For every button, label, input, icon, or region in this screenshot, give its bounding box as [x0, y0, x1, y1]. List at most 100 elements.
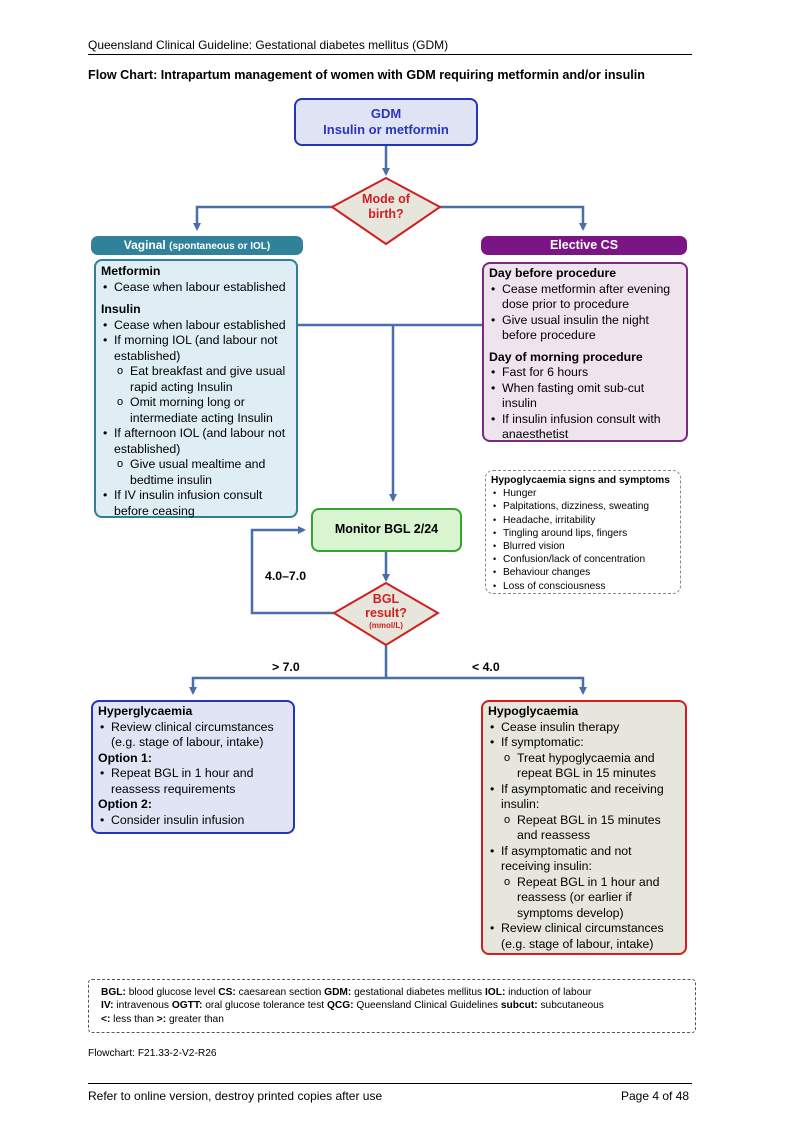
list-item: Consider insulin infusion [98, 813, 289, 829]
monitor-bgl-box: Monitor BGL 2/24 [311, 508, 462, 552]
legend-abbr: subcut: [500, 1000, 538, 1012]
abbreviation-legend: BGL: blood glucose level CS: caesarean s… [88, 979, 696, 1033]
hyperglycaemia-box: Hyperglycaemia Review clinical circumsta… [91, 700, 295, 834]
list-item: Repeat BGL in 15 minutes and reassess [488, 813, 681, 844]
bgl-line2: result? [365, 606, 407, 620]
header-divider [88, 54, 692, 55]
edge-label-high: > 7.0 [272, 660, 300, 674]
list-item: Headache, irritability [491, 514, 676, 527]
signs-list: HungerPalpitations, dizziness, sweatingH… [491, 487, 676, 593]
bgl-line1: BGL [372, 592, 400, 606]
legend-abbr: QCG: [326, 1000, 354, 1012]
legend-definition: greater than [166, 1013, 224, 1025]
list-item: Palpitations, dizziness, sweating [491, 500, 676, 513]
footer-notice: Refer to online version, destroy printed… [88, 1089, 383, 1103]
list-item: If asymptomatic and receiving insulin: [488, 782, 681, 813]
list-item: Confusion/lack of concentration [491, 553, 676, 566]
vaginal-label-sub: (spontaneous or IOL) [169, 241, 271, 252]
hypo-heading: Hypoglycaemia [488, 704, 579, 718]
list-item: If IV insulin infusion consult before ce… [101, 488, 292, 519]
legend-definition: blood glucose level [125, 987, 219, 998]
gdm-title: GDM [370, 106, 402, 121]
insulin-heading: Insulin [101, 302, 141, 316]
connector-to-hypoglycaemia [386, 676, 587, 695]
list-item: Cease metformin after evening dose prior… [489, 282, 682, 313]
legend-definition: intravenous [113, 1000, 172, 1012]
day-of-heading: Day of morning procedure [489, 349, 643, 364]
legend-line: IV: intravenous OGTT: oral glucose toler… [101, 999, 689, 1012]
legend-abbr: IV: [101, 1000, 114, 1012]
legend-abbr: IOL: [484, 987, 506, 998]
gdm-start-box: GDM Insulin or metformin [294, 98, 478, 146]
list-item: Fast for 6 hours [489, 365, 682, 381]
legend-definition: oral glucose tolerance test [202, 1000, 327, 1012]
connector-to-vaginal [193, 205, 334, 231]
list-item: Hunger [491, 487, 676, 500]
list-item: Omit morning long or intermediate acting… [101, 395, 292, 426]
hypoglycaemia-signs-box: Hypoglycaemia signs and symptoms HungerP… [485, 470, 681, 594]
legend-definition: less than [110, 1013, 157, 1025]
list-item: Blurred vision [491, 540, 676, 553]
page-header: Queensland Clinical Guideline: Gestation… [88, 38, 449, 52]
metformin-heading: Metformin [101, 264, 161, 278]
bgl-unit: (mmol/L) [369, 621, 403, 630]
legend-line: <: less than >: greater than [101, 1013, 689, 1026]
bgl-result-diamond [332, 581, 440, 647]
legend-line: BGL: blood glucose level CS: caesarean s… [101, 986, 689, 999]
gdm-subtitle: Insulin or metformin [323, 122, 449, 137]
edge-label-low: < 4.0 [472, 660, 500, 674]
option1-list: Repeat BGL in 1 hour and reassess requir… [98, 766, 289, 797]
bgl-result-label: BGL result? (mmol/L) [346, 592, 426, 631]
legend-abbr: GDM: [324, 987, 352, 998]
legend-abbr: CS: [218, 987, 236, 998]
list-item: Cease insulin therapy [488, 720, 681, 736]
insulin-list: Cease when labour establishedIf morning … [101, 318, 292, 520]
legend-definition: induction of labour [505, 987, 592, 998]
elective-cs-box: Day before procedure Cease metformin aft… [482, 262, 688, 442]
list-item: Cease when labour established [101, 280, 292, 296]
list-item: Review clinical circumstances (e.g. stag… [488, 921, 681, 952]
mode-line2: birth? [368, 207, 404, 221]
list-item: When fasting omit sub-cut insulin [489, 381, 682, 412]
flowchart-code: Flowchart: F21.33-2-V2-R26 [88, 1048, 217, 1059]
vaginal-label: Vaginal (spontaneous or IOL) [91, 236, 303, 255]
list-item: Repeat BGL in 1 hour and reassess requir… [98, 766, 289, 797]
page-title: Flow Chart: Intrapartum management of wo… [88, 68, 645, 82]
hypoglycaemia-box: Hypoglycaemia Cease insulin therapyIf sy… [481, 700, 687, 955]
day-before-heading: Day before procedure [489, 266, 617, 280]
legend-definition: Queensland Clinical Guidelines [353, 1000, 501, 1012]
list-item: Review clinical circumstances (e.g. stag… [98, 720, 289, 751]
legend-abbr: BGL: [101, 987, 126, 998]
metformin-list: Cease when labour established [101, 280, 292, 296]
list-item: If insulin infusion consult with anaesth… [489, 412, 682, 443]
list-item: Loss of consciousness [491, 580, 676, 593]
list-item: If asymptomatic and not receiving insuli… [488, 844, 681, 875]
mode-line1: Mode of [362, 192, 410, 206]
list-item: Give usual insulin the night before proc… [489, 313, 682, 344]
page-number: Page 4 of 48 [621, 1089, 690, 1103]
legend-definition: subcutaneous [537, 1000, 604, 1012]
legend-abbr: <: [101, 1013, 111, 1025]
day-before-list: Cease metformin after evening dose prior… [489, 282, 682, 344]
list-item: Repeat BGL in 1 hour and reassess (or ea… [488, 875, 681, 922]
option1-heading: Option 1: [98, 750, 152, 765]
day-of-list: Fast for 6 hoursWhen fasting omit sub-cu… [489, 365, 682, 443]
list-item: Treat hypoglycaemia and repeat BGL in 15… [488, 751, 681, 782]
legend-definition: caesarean section [235, 987, 325, 998]
vaginal-box: Metformin Cease when labour established … [94, 259, 298, 518]
vaginal-label-text: Vaginal [123, 238, 166, 252]
footer-divider [88, 1083, 692, 1084]
list-item: Eat breakfast and give usual rapid actin… [101, 364, 292, 395]
list-item: If morning IOL (and labour not establish… [101, 333, 292, 364]
legend-abbr: OGTT: [171, 1000, 203, 1012]
mode-of-birth-diamond [330, 176, 442, 246]
list-item: If symptomatic: [488, 735, 681, 751]
hyper-list: Review clinical circumstances (e.g. stag… [98, 720, 289, 751]
list-item: Give usual mealtime and bedtime insulin [101, 457, 292, 488]
legend-abbr: >: [156, 1013, 167, 1025]
option2-heading: Option 2: [98, 797, 152, 811]
hyper-heading: Hyperglycaemia [98, 704, 193, 718]
list-item: Tingling around lips, fingers [491, 527, 676, 540]
option2-list: Consider insulin infusion [98, 813, 289, 829]
